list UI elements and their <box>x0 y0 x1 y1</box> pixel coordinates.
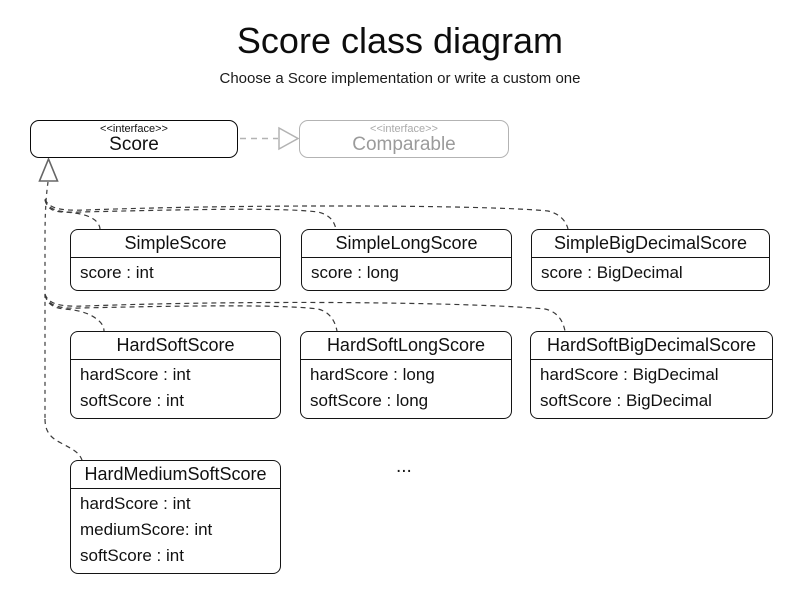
class-attributes: score : BigDecimal <box>532 258 769 290</box>
dependency-arrowhead-icon <box>278 126 300 151</box>
realization-line-simplebigdecimalscore <box>44 198 569 230</box>
class-name: HardSoftScore <box>71 332 280 360</box>
interface-name: Comparable <box>352 134 456 155</box>
interface-box-comparable: <<interface>> Comparable <box>299 120 509 158</box>
class-box-simplebigdecimalscore: SimpleBigDecimalScore score : BigDecimal <box>531 229 770 291</box>
class-box-hardsoftbigdecimalscore: HardSoftBigDecimalScore hardScore : BigD… <box>530 331 773 419</box>
class-name: SimpleLongScore <box>302 230 511 258</box>
class-attribute: score : int <box>80 263 154 282</box>
class-attribute: hardScore : long <box>310 365 435 384</box>
class-name: HardSoftBigDecimalScore <box>531 332 772 360</box>
stereotype-label: <<interface>> <box>370 123 438 135</box>
realization-line-hardsoftscore <box>44 294 105 332</box>
class-attribute: softScore : int <box>80 391 184 410</box>
class-attribute: softScore : int <box>80 546 184 565</box>
class-attributes: hardScore : int mediumScore: int softSco… <box>71 489 280 573</box>
realization-line-simplescore <box>44 199 101 230</box>
class-box-hardsoftscore: HardSoftScore hardScore : int softScore … <box>70 331 281 419</box>
realization-trunk-line <box>44 181 49 419</box>
class-attributes: hardScore : int softScore : int <box>71 360 280 418</box>
page-title: Score class diagram <box>236 20 564 61</box>
interface-box-score: <<interface>> Score <box>30 120 238 158</box>
class-name: SimpleBigDecimalScore <box>532 230 769 258</box>
class-name: HardSoftLongScore <box>301 332 511 360</box>
class-attributes: score : long <box>302 258 511 290</box>
class-box-simplelongscore: SimpleLongScore score : long <box>301 229 512 291</box>
class-attribute: hardScore : int <box>80 365 191 384</box>
page-subtitle: Choose a Score implementation or write a… <box>219 70 581 87</box>
class-attributes: hardScore : long softScore : long <box>301 360 511 418</box>
class-attribute: score : long <box>311 263 399 282</box>
realization-line-hardsoftbigdecimalscore <box>44 293 566 332</box>
class-attribute: softScore : long <box>310 391 429 410</box>
class-attribute: hardScore : BigDecimal <box>540 365 719 384</box>
stereotype-label: <<interface>> <box>100 123 168 135</box>
class-name: SimpleScore <box>71 230 280 258</box>
more-implementations-ellipsis: ... <box>396 456 412 477</box>
realization-line-simplelongscore <box>44 199 337 230</box>
class-attribute: softScore : BigDecimal <box>540 391 712 410</box>
class-box-hardsoftlongscore: HardSoftLongScore hardScore : long softS… <box>300 331 512 419</box>
class-name: HardMediumSoftScore <box>71 461 280 489</box>
interface-name: Score <box>109 134 159 155</box>
class-box-simplescore: SimpleScore score : int <box>70 229 281 291</box>
class-attribute: mediumScore: int <box>80 520 213 539</box>
class-box-hardmediumsoftscore: HardMediumSoftScore hardScore : int medi… <box>70 460 281 574</box>
realization-line-hardsoftlongscore <box>44 294 338 332</box>
class-attribute: hardScore : int <box>80 494 191 513</box>
class-attributes: score : int <box>71 258 280 290</box>
class-attributes: hardScore : BigDecimal softScore : BigDe… <box>531 360 772 418</box>
realization-line-hardmediumsoftscore <box>44 418 83 461</box>
class-attribute: score : BigDecimal <box>541 263 683 282</box>
realization-triangle-icon <box>38 156 59 182</box>
